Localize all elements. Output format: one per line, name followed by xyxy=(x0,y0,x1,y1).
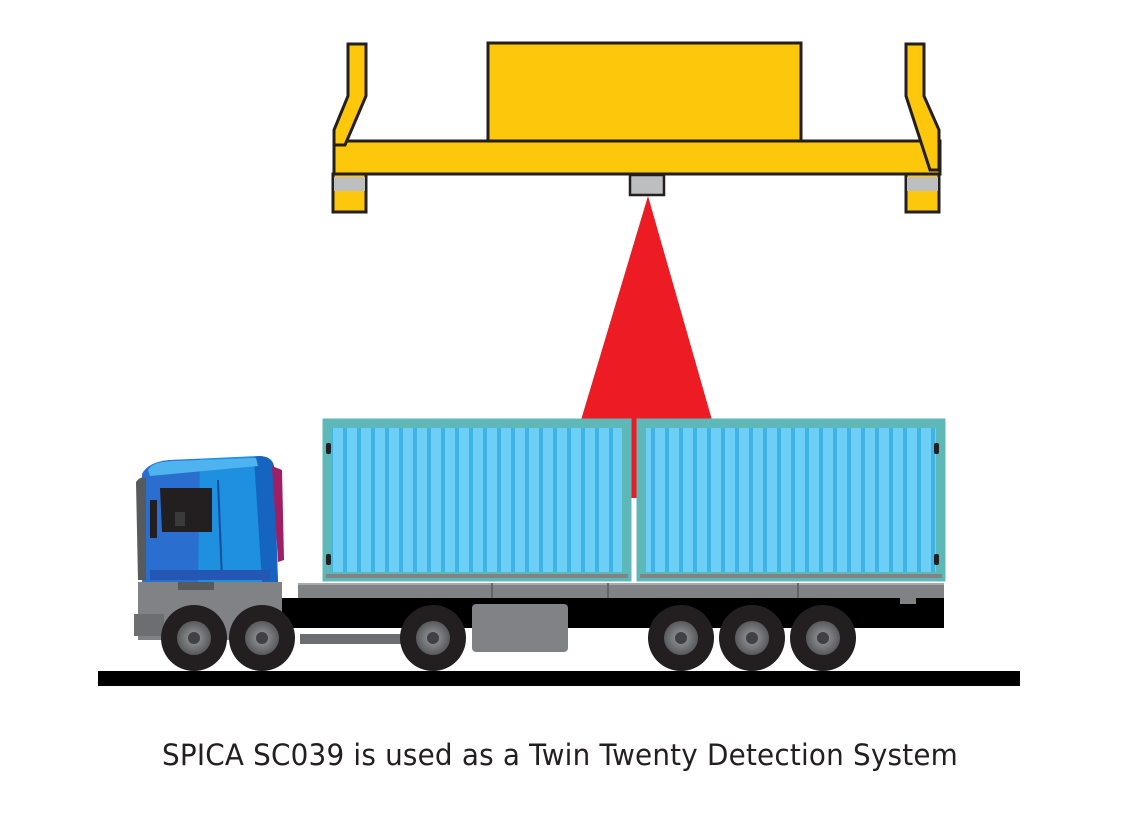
spreader-beam xyxy=(332,139,942,176)
trailer-deck xyxy=(298,583,944,598)
wheel xyxy=(229,605,295,671)
truck-icon xyxy=(134,456,944,652)
spreader-left-arm xyxy=(332,42,368,147)
wheel-icon xyxy=(161,605,856,671)
sensor-icon xyxy=(628,173,666,197)
wheel xyxy=(719,605,785,671)
truck-window xyxy=(160,488,212,532)
spreader-icon xyxy=(331,41,942,214)
spreader-motor-housing xyxy=(486,41,803,144)
wheel xyxy=(400,605,466,671)
caption: SPICA SC039 is used as a Twin Twenty Det… xyxy=(162,738,958,772)
detection-beam-gap xyxy=(631,420,637,498)
container-left xyxy=(322,418,632,582)
container-icon xyxy=(322,418,946,582)
wheel xyxy=(648,605,714,671)
spreader-right-arm xyxy=(904,42,941,172)
detection-beam-icon xyxy=(581,196,712,420)
wheel xyxy=(790,605,856,671)
wheel xyxy=(161,605,227,671)
ground-line xyxy=(98,671,1020,686)
container-right xyxy=(636,418,946,582)
